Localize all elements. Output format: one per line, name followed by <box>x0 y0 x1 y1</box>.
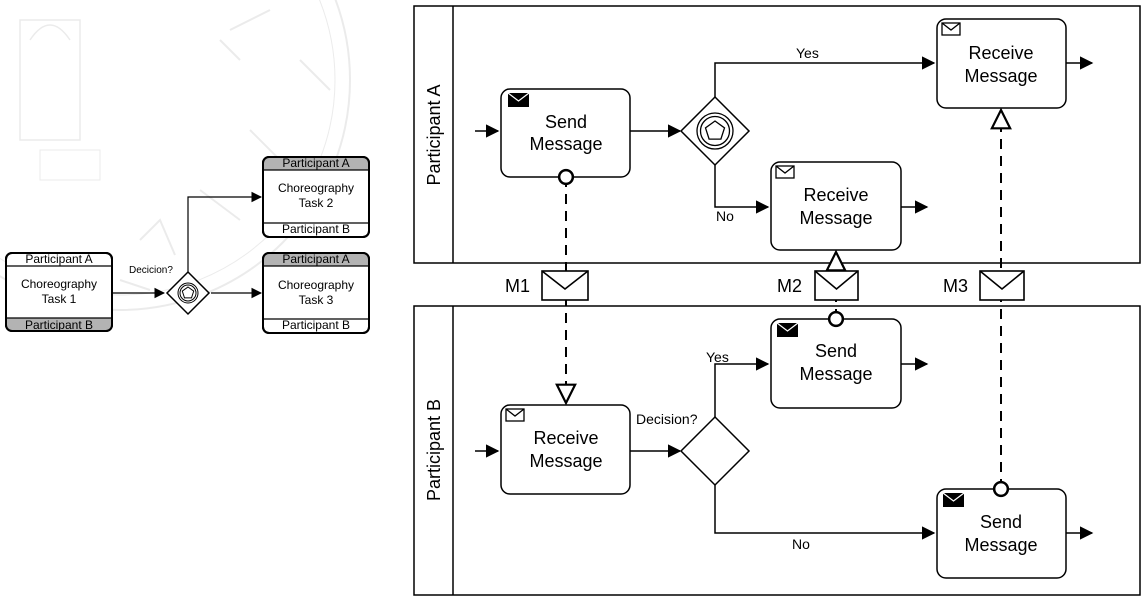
pool-a-receive-no-line1: Receive <box>803 185 868 205</box>
message-m1[interactable] <box>541 270 589 301</box>
task3-bottom-participant: Participant B <box>282 318 350 332</box>
message-m1-label: M1 <box>505 276 530 296</box>
task3-name-line2: Task 3 <box>299 293 334 307</box>
message-m2-label: M2 <box>777 276 802 296</box>
envelope-outline-icon <box>941 22 961 36</box>
task1-bottom-participant: Participant B <box>25 318 93 332</box>
gateway-decision-label: Decicion? <box>129 265 173 276</box>
pool-b-flow-yes <box>714 357 770 417</box>
pool-b-flow-no <box>714 485 936 540</box>
pool-b-send-message-yes-task[interactable]: Send Message <box>770 318 902 409</box>
pool-b-send-yes-line2: Message <box>799 364 872 384</box>
pool-a-receive-no-line2: Message <box>799 208 872 228</box>
task1-name-line1: Choreography <box>21 277 97 291</box>
envelope-filled-icon <box>507 92 530 107</box>
pool-a-receive-yes-line2: Message <box>964 66 1037 86</box>
pool-b-send-no-line1: Send <box>980 512 1022 532</box>
pool-a-receive-message-no-task[interactable]: Receive Message <box>770 161 902 251</box>
pool-b-receive-message-task[interactable]: Receive Message <box>500 404 631 495</box>
task3-top-participant: Participant A <box>282 252 349 266</box>
pool-b-receive-line1: Receive <box>533 428 598 448</box>
pool-b-decision-label: Decision? <box>636 411 698 427</box>
envelope-outline-icon <box>505 408 525 422</box>
pool-a-flow-no <box>714 165 770 214</box>
pool-b-send-yes-line1: Send <box>815 341 857 361</box>
pool-a-send-line1: Send <box>545 112 587 132</box>
choreography-task-3[interactable]: Participant A Choreography Task 3 Partic… <box>262 252 370 334</box>
message-m2[interactable] <box>814 270 859 301</box>
pool-a-flow-yes <box>714 56 936 97</box>
task2-top-participant: Participant A <box>282 156 349 170</box>
task2-bottom-participant: Participant B <box>282 222 350 236</box>
pool-b-label: Participant B <box>424 399 444 501</box>
message-m3-label: M3 <box>943 276 968 296</box>
pool-a-send-message-task[interactable]: Send Message <box>500 88 631 178</box>
pool-b-yes-label: Yes <box>706 349 729 365</box>
message-m3[interactable] <box>979 270 1025 301</box>
flow-gateway-to-task2 <box>187 191 263 272</box>
pool-a-yes-label: Yes <box>796 45 819 61</box>
collaboration-diagram: Participant A Participant B Send Message <box>413 5 1141 596</box>
pool-b-receive-line2: Message <box>529 451 602 471</box>
choreography-task-1[interactable]: Participant A Choreography Task 1 Partic… <box>5 252 113 332</box>
task2-name-line2: Task 2 <box>299 196 334 210</box>
event-based-gateway-icon[interactable] <box>165 270 211 316</box>
pool-a-receive-message-yes-task[interactable]: Receive Message <box>936 18 1067 109</box>
pool-b-no-label: No <box>792 536 810 552</box>
task1-name-line2: Task 1 <box>42 292 77 306</box>
task1-top-participant: Participant A <box>25 252 92 266</box>
choreography-task-2[interactable]: Participant A Choreography Task 2 Partic… <box>262 156 370 238</box>
pool-b-send-no-line2: Message <box>964 535 1037 555</box>
watermark-seal <box>0 0 351 311</box>
envelope-filled-icon <box>776 322 799 337</box>
envelope-outline-icon <box>775 165 795 179</box>
pool-a-no-label: No <box>716 208 734 224</box>
task2-name-line1: Choreography <box>278 181 354 195</box>
pool-a-label: Participant A <box>424 84 444 185</box>
pool-a-send-line2: Message <box>529 134 602 154</box>
pool-a-receive-yes-line1: Receive <box>968 43 1033 63</box>
envelope-filled-icon <box>942 492 965 507</box>
choreography-diagram: Participant A Choreography Task 1 Partic… <box>5 156 370 334</box>
pool-b-send-message-no-task[interactable]: Send Message <box>936 488 1067 579</box>
task3-name-line1: Choreography <box>278 278 354 292</box>
